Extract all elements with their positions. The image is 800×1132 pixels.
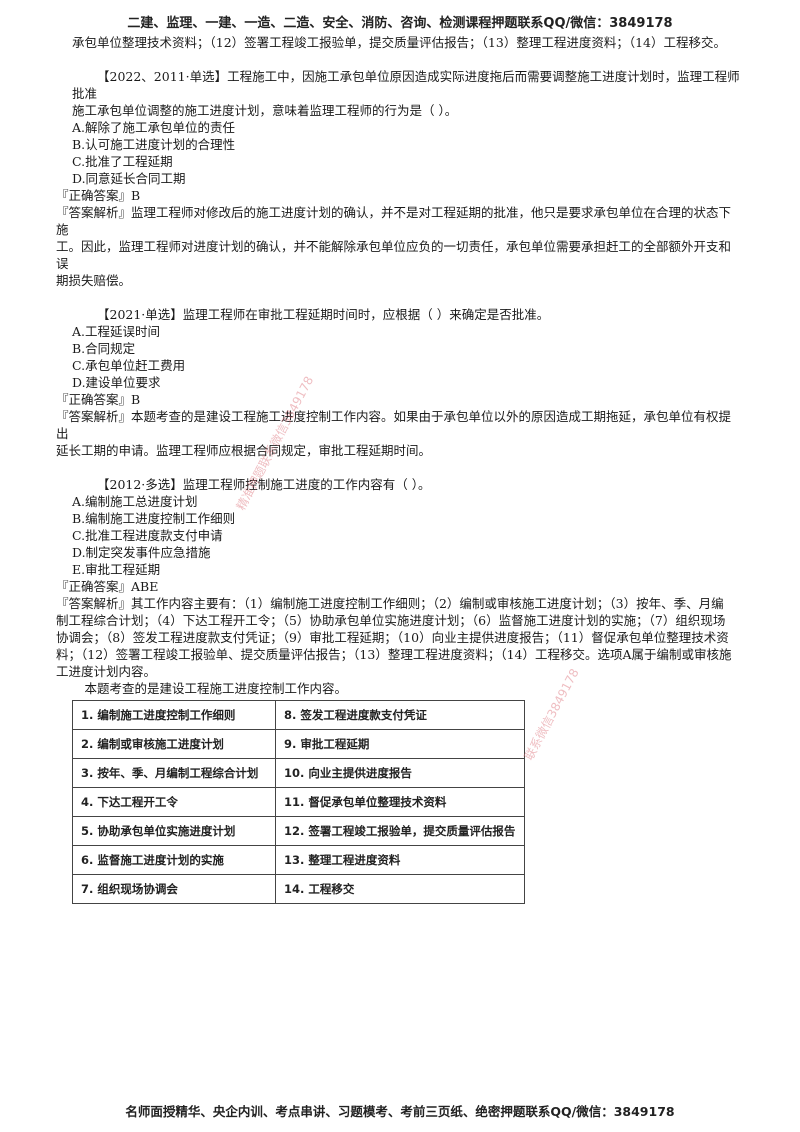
q3-option-a: A.编制施工总进度计划 [72,494,198,509]
q3-option-b: B.编制施工进度控制工作细则 [72,511,236,526]
work-content-table: 1. 编制施工进度控制工作细则 8. 签发工程进度款支付凭证 2. 编制或审核施… [72,700,525,904]
q3-option-c: C.批准工程进度款支付申请 [72,528,223,543]
q2-answer: 『正确答案』B [56,392,141,407]
table-cell: 9. 审批工程延期 [275,729,525,759]
table-cell: 3. 按年、季、月编制工程综合计划 [72,758,276,788]
table-row: 7. 组织现场协调会 14. 工程移交 [72,874,525,904]
table-cell: 2. 编制或审核施工进度计划 [72,729,276,759]
q2-analysis-cont: 延长工期的申请。监理工程师应根据合同规定，审批工程延期时间。 [56,443,432,458]
q3-analysis-cont-2: 协调会；（8）签发工程进度款支付凭证；（9）审批工程延期；（10）向业主提供进度… [56,630,729,645]
q1-answer: 『正确答案』B [56,188,141,203]
document-body: 承包单位整理技术资料；（12）签署工程竣工报验单，提交质量评估报告；（13）整理… [56,34,742,904]
q2-option-d: D.建设单位要求 [72,375,161,390]
q3-option-e: E.审批工程延期 [72,562,161,577]
q1-option-a: A.解除了施工承包单位的责任 [72,120,236,135]
q3-note: 本题考查的是建设工程施工进度控制工作内容。 [84,681,348,696]
page-footer: 名师面授精华、央企内训、考点串讲、习题模考、考前三页纸、绝密押题联系QQ/微信：… [125,1104,675,1119]
q3-analysis-cont-3: 料；（12）签署工程竣工报验单、提交质量评估报告；（13）整理工程进度资料；（1… [56,647,732,662]
table-cell: 14. 工程移交 [275,874,525,904]
q2-option-a: A.工程延误时间 [72,324,161,339]
table-row: 3. 按年、季、月编制工程综合计划 10. 向业主提供进度报告 [72,758,525,788]
table-cell: 1. 编制施工进度控制工作细则 [72,700,276,730]
table-cell: 4. 下达工程开工令 [72,787,276,817]
q1-title: 【2022、2011·单选】工程施工中，因施工承包单位原因造成实际进度拖后而需要… [72,69,740,101]
q2-analysis: 『答案解析』本题考查的是建设工程施工进度控制工作内容。如果由于承包单位以外的原因… [56,409,732,441]
table-cell: 8. 签发工程进度款支付凭证 [275,700,525,730]
table-cell: 11. 督促承包单位整理技术资料 [275,787,525,817]
q1-analysis: 『答案解析』监理工程师对修改后的施工进度计划的确认，并不是对工程延期的批准，他只… [56,205,732,237]
q1-option-c: C.批准了工程延期 [72,154,173,169]
q3-analysis-end: 工进度计划内容。 [56,664,157,679]
table-cell: 6. 监督施工进度计划的实施 [72,845,276,875]
table-cell: 7. 组织现场协调会 [72,874,276,904]
q1-analysis-cont: 工。因此，监理工程师对进度计划的确认，并不能解除承包单位应负的一切责任，承包单位… [56,239,732,271]
q1-analysis-end: 期损失赔偿。 [56,273,132,288]
table-cell: 10. 向业主提供进度报告 [275,758,525,788]
q3-title: 【2012·多选】监理工程师控制施工进度的工作内容有（ ）。 [97,477,431,492]
table-row: 5. 协助承包单位实施进度计划 12. 签署工程竣工报验单，提交质量评估报告 [72,816,525,846]
q1-option-d: D.同意延长合同工期 [72,171,186,186]
table-row: 2. 编制或审核施工进度计划 9. 审批工程延期 [72,729,525,759]
page-header: 二建、监理、一建、一造、二造、安全、消防、咨询、检测课程押题联系QQ/微信：38… [127,16,673,31]
q2-option-c: C.承包单位赶工费用 [72,358,186,373]
q1-title-cont: 施工承包单位调整的施工进度计划，意味着监理工程师的行为是（ ）。 [72,103,458,118]
q3-answer: 『正确答案』ABE [56,579,159,594]
q3-option-d: D.制定突发事件应急措施 [72,545,211,560]
q2-title: 【2021·单选】监理工程师在审批工程延期时间时，应根据（ ）来确定是否批准。 [97,307,550,322]
table-row: 1. 编制施工进度控制工作细则 8. 签发工程进度款支付凭证 [72,700,525,730]
intro-line: 承包单位整理技术资料；（12）签署工程竣工报验单，提交质量评估报告；（13）整理… [72,35,726,50]
table-row: 4. 下达工程开工令 11. 督促承包单位整理技术资料 [72,787,525,817]
table-row: 6. 监督施工进度计划的实施 13. 整理工程进度资料 [72,845,525,875]
table-cell: 5. 协助承包单位实施进度计划 [72,816,276,846]
q1-option-b: B.认可施工进度计划的合理性 [72,137,236,152]
table-cell: 12. 签署工程竣工报验单，提交质量评估报告 [275,816,525,846]
table-cell: 13. 整理工程进度资料 [275,845,525,875]
q2-option-b: B.合同规定 [72,341,136,356]
q3-analysis: 『答案解析』其工作内容主要有：（1）编制施工进度控制工作细则；（2）编制或审核施… [56,596,724,611]
q3-analysis-cont-1: 制工程综合计划；（4）下达工程开工令；（5）协助承包单位实施进度计划；（6）监督… [56,613,726,628]
